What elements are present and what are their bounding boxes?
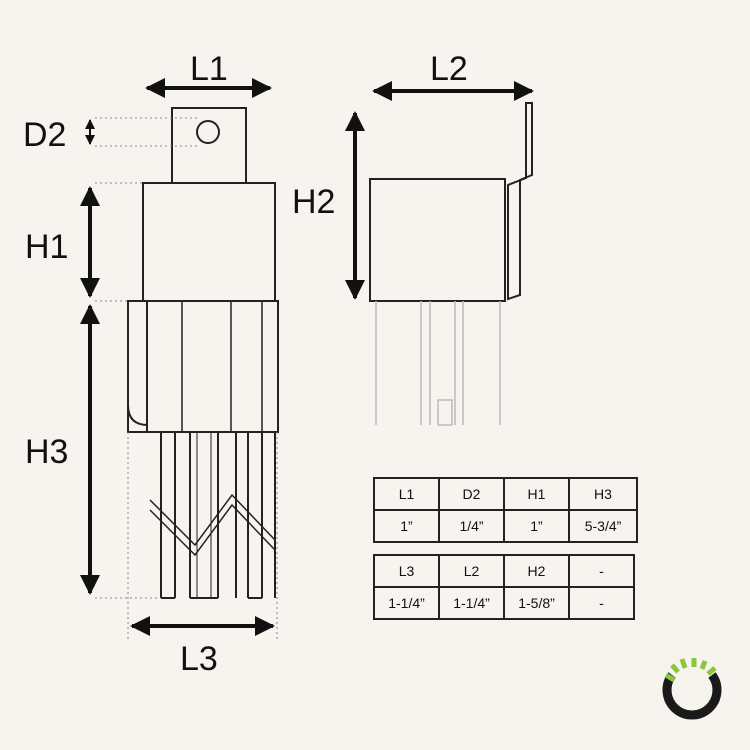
table-cell: 1” <box>503 509 570 543</box>
table-cell: 1” <box>373 509 440 543</box>
table-cell: 1-5/8” <box>503 586 570 620</box>
table-header-cell: - <box>568 554 635 588</box>
table-cell: - <box>568 586 635 620</box>
label-l2: L2 <box>430 50 468 88</box>
table-header-cell: D2 <box>438 477 505 511</box>
table-header-cell: H1 <box>503 477 570 511</box>
label-d2: D2 <box>23 116 66 154</box>
table-header-cell: H2 <box>503 554 570 588</box>
front-dimension-arrows <box>80 78 275 636</box>
label-h3: H3 <box>25 433 68 471</box>
label-h1: H1 <box>25 228 68 266</box>
front-view-relay <box>127 107 279 599</box>
table-cell: 1-1/4” <box>373 586 440 620</box>
brand-logo-icon <box>662 658 722 720</box>
mounting-hole <box>196 120 220 144</box>
spec-table-2: L3 L2 H2 - 1-1/4” 1-1/4” 1-5/8” - <box>373 554 635 620</box>
spec-table-1: L1 D2 H1 H3 1” 1/4” 1” 5-3/4” <box>373 477 638 543</box>
label-h2: H2 <box>292 183 335 221</box>
front-extension-lines <box>95 117 278 640</box>
table-row: 1” 1/4” 1” 5-3/4” <box>373 509 638 543</box>
label-l1: L1 <box>190 50 228 88</box>
table-row: L1 D2 H1 H3 <box>373 477 638 511</box>
side-view-relay <box>369 102 533 426</box>
table-header-cell: L2 <box>438 554 505 588</box>
table-header-cell: L1 <box>373 477 440 511</box>
table-header-cell: L3 <box>373 554 440 588</box>
table-row: L3 L2 H2 - <box>373 554 635 588</box>
label-l3: L3 <box>180 640 218 678</box>
table-row: 1-1/4” 1-1/4” 1-5/8” - <box>373 586 635 620</box>
table-cell: 1-1/4” <box>438 586 505 620</box>
table-cell: 1/4” <box>438 509 505 543</box>
table-cell: 5-3/4” <box>568 509 638 543</box>
table-header-cell: H3 <box>568 477 638 511</box>
side-dimension-arrows <box>345 81 534 300</box>
